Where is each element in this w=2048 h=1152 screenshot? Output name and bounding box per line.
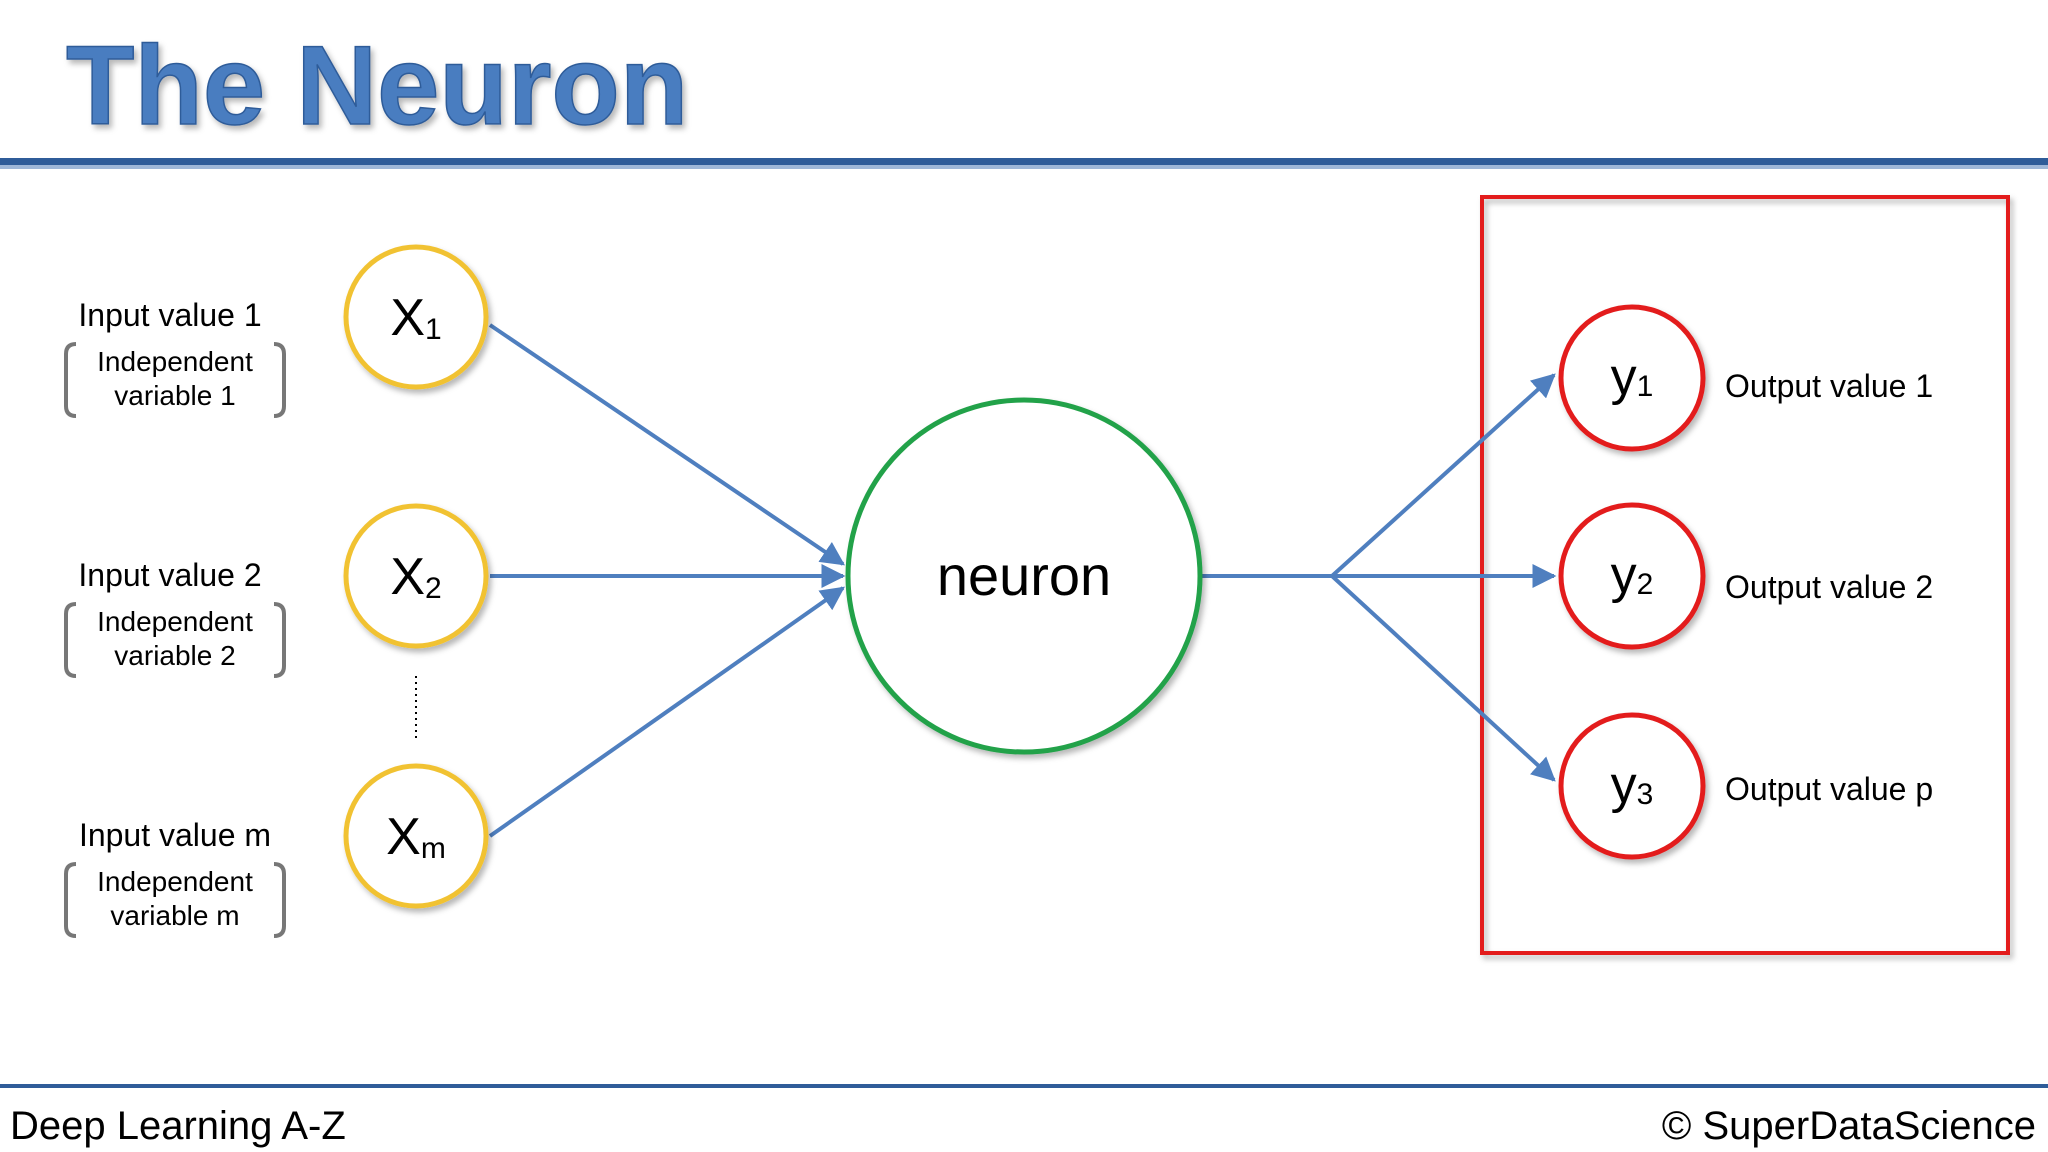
header-rule-shadow — [0, 165, 2048, 169]
neuron-node — [845, 397, 1203, 755]
input-sub-line1-m: Independent — [97, 866, 253, 897]
output-node-1 — [1558, 304, 1706, 452]
output-symbol-2: y — [1611, 546, 1637, 604]
input-index-m: m — [421, 832, 446, 865]
output-1-arrow — [1330, 373, 1556, 578]
input-node-2 — [343, 503, 489, 649]
input-node-1 — [343, 244, 489, 390]
header-rule — [0, 158, 2048, 165]
input-node-label-m: Xm — [386, 808, 446, 866]
input-sub-line2-2: variable 2 — [114, 640, 235, 671]
input-sub-line2-m: variable m — [110, 900, 239, 931]
input-label-2: Input value 2 — [78, 557, 261, 593]
left-bracket-1 — [64, 342, 77, 418]
neuron-group: neuron — [845, 397, 1203, 755]
input-node-label-2: X2 — [390, 548, 441, 606]
output-symbol-1: y — [1611, 348, 1637, 406]
input-sub-line1-1: Independent — [97, 346, 253, 377]
input-group-1: Input value 1 Independent variable 1 X1 — [64, 244, 489, 418]
output-index-1: 1 — [1637, 370, 1654, 403]
output-group-2: y2 Output value 2 — [1558, 502, 1933, 650]
input-index-2: 2 — [425, 572, 442, 605]
output-label-1: Output value 1 — [1725, 368, 1933, 404]
output-index-3: 3 — [1637, 778, 1654, 811]
slide-title: The Neuron — [66, 23, 688, 148]
input-node-m — [343, 763, 489, 909]
output-symbol-3: y — [1611, 756, 1637, 814]
right-bracket-1 — [273, 342, 286, 418]
left-bracket-2 — [64, 602, 77, 678]
output-label-2: Output value 2 — [1725, 569, 1933, 605]
output-node-label-2: y2 — [1611, 546, 1654, 604]
input-sub-line2-1: variable 1 — [114, 380, 235, 411]
input-1-arrow — [488, 323, 845, 566]
right-bracket-m — [273, 862, 286, 938]
output-node-label-1: y1 — [1611, 348, 1654, 406]
output-3-arrow — [1330, 574, 1556, 782]
output-node-3 — [1558, 712, 1706, 860]
input-group-2: Input value 2 Independent variable 2 X2 — [64, 503, 489, 678]
input-symbol-2: X — [390, 548, 425, 606]
input-label-1: Input value 1 — [78, 297, 261, 333]
left-bracket-m — [64, 862, 77, 938]
footer-rule — [0, 1084, 2048, 1088]
input-node-label-1: X1 — [390, 289, 441, 347]
input-group-m: Input value m Independent variable m Xm — [64, 763, 489, 938]
output-group-3: y3 Output value p — [1558, 712, 1933, 860]
footer-copyright: © SuperDataScience — [1662, 1104, 2036, 1148]
input-sub-line1-2: Independent — [97, 606, 253, 637]
output-index-2: 2 — [1637, 568, 1654, 601]
right-bracket-2 — [273, 602, 286, 678]
neuron-label: neuron — [937, 544, 1111, 607]
output-label-3: Output value p — [1725, 771, 1933, 807]
output-group-1: y1 Output value 1 — [1558, 304, 1933, 452]
footer-course-title: Deep Learning A-Z — [10, 1104, 346, 1148]
input-label-m: Input value m — [79, 817, 271, 853]
input-symbol-m: X — [386, 808, 421, 866]
output-node-2 — [1558, 502, 1706, 650]
input-symbol-1: X — [390, 289, 425, 347]
input-m-arrow — [488, 586, 845, 838]
input-index-1: 1 — [425, 313, 442, 346]
output-node-label-3: y3 — [1611, 756, 1654, 814]
